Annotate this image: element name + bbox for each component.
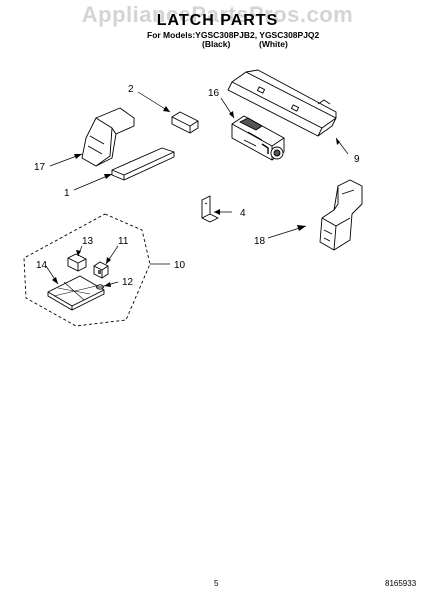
variant-white-label: (White) (259, 39, 288, 49)
part-2-spacer[interactable] (171, 111, 199, 134)
callout-2: 2 (128, 84, 134, 95)
document-number: 8165933 (385, 579, 417, 588)
callout-10: 10 (174, 260, 186, 271)
part-9-latch-bracket[interactable] (227, 69, 337, 137)
callout-16: 16 (208, 88, 220, 99)
part-1-latch-plate[interactable] (111, 147, 175, 181)
models-line: For Models:YGSC308PJB2, YGSC308PJQ2 (147, 30, 320, 40)
callout-18: 18 (254, 236, 266, 247)
callout-17: 17 (34, 162, 46, 173)
part-10-latch-switch-assembly[interactable] (23, 213, 151, 327)
part-18-bracket[interactable] (319, 179, 363, 251)
arrowheads (52, 106, 340, 287)
callout-4: 4 (240, 208, 246, 219)
page-title: LATCH PARTS (156, 12, 279, 29)
page-number: 5 (214, 579, 219, 588)
callout-1: 1 (64, 188, 70, 199)
callout-9: 9 (354, 154, 360, 165)
variant-black-label: (Black) (202, 39, 231, 49)
part-16-latch-motor[interactable] (231, 115, 285, 161)
watermark: AppliancePartsPros.com (81, 2, 354, 27)
callout-12: 12 (122, 277, 134, 288)
part-4-clip[interactable] (201, 195, 219, 223)
callout-11: 11 (118, 236, 129, 247)
callout-13: 13 (82, 236, 94, 247)
part-17-latch-cover[interactable] (81, 107, 135, 167)
callout-14: 14 (36, 260, 48, 271)
